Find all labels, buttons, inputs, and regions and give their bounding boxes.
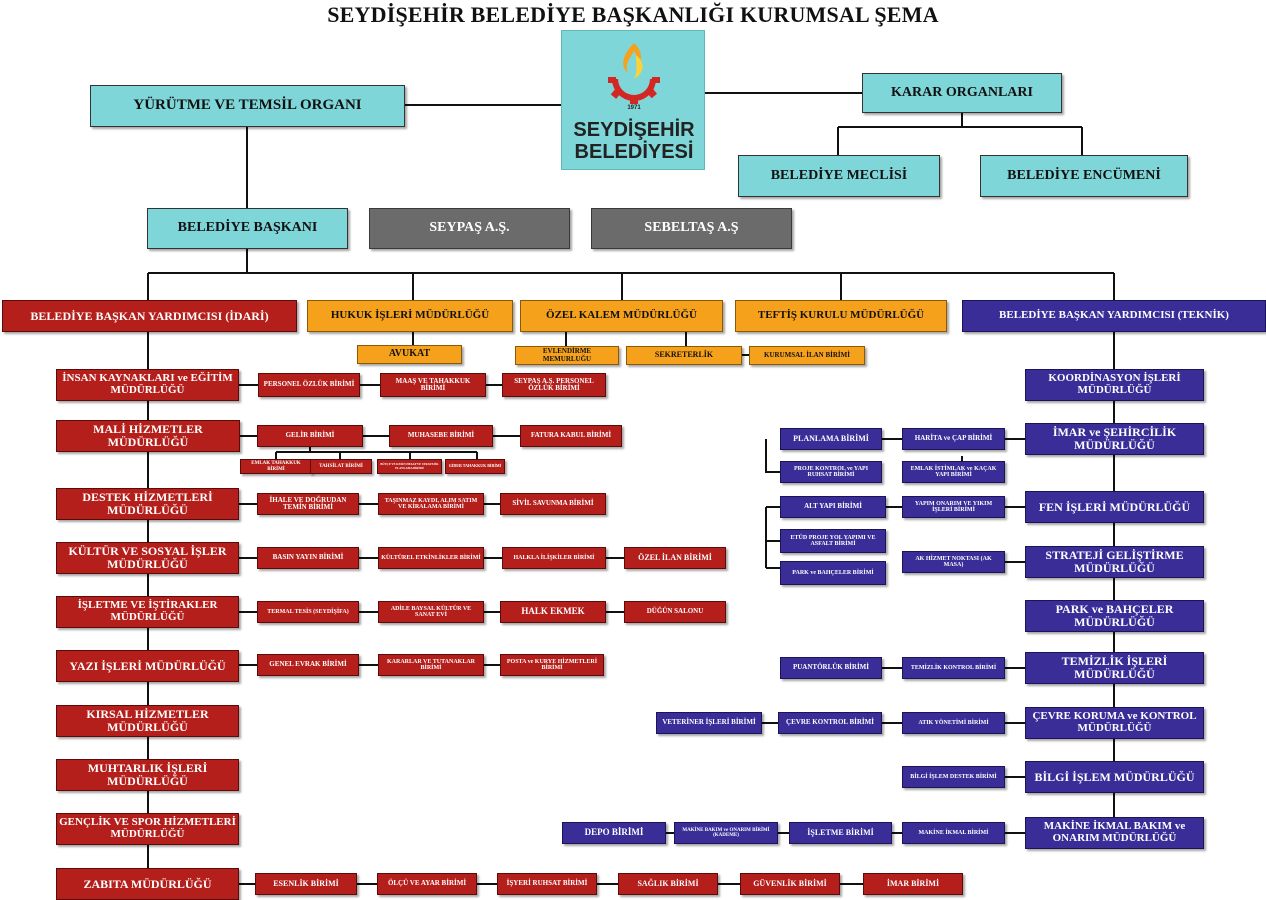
org-node-destek: DESTEK HİZMETLERİ MÜDÜRLÜĞÜ — [56, 488, 239, 520]
org-node-kulturel: KÜLTÜREL ETKİNLİKLER BİRİMİ — [378, 547, 484, 569]
org-node-fatura: FATURA KABUL BİRİMİ — [520, 425, 622, 447]
org-node-ik3: SEYPAŞ A.Ş. PERSONEL ÖZLÜK BİRİMİ — [502, 373, 606, 397]
org-node-encumen: BELEDİYE ENCÜMENİ — [980, 155, 1188, 197]
org-node-ozelkalem: ÖZEL KALEM MÜDÜRLÜĞÜ — [520, 300, 723, 332]
org-node-ik: İNSAN KAYNAKLARI ve EĞİTİM MÜDÜRLÜĞÜ — [56, 369, 239, 401]
org-node-makineik: MAKİNE İKMAL BİRİMİ — [902, 822, 1005, 844]
org-node-genclik: GENÇLİK VE SPOR HİZMETLERİ MÜDÜRLÜĞÜ — [56, 813, 239, 845]
org-node-teftis: TEFTİŞ KURULU MÜDÜRLÜĞÜ — [735, 300, 947, 332]
org-node-ihale: İHALE VE DOĞRUDAN TEMİN BİRİMİ — [257, 493, 359, 515]
org-node-harita: HARİTA ve ÇAP BİRİMİ — [902, 428, 1005, 450]
org-node-baskan: BELEDİYE BAŞKANI — [147, 208, 348, 249]
org-node-posta: POSTA ve KURYE HİZMETLERİ BİRİMİ — [500, 654, 604, 676]
municipality-logo: 1971 SEYDİŞEHİR BELEDİYESİ — [561, 30, 705, 170]
org-node-veteriner: VETERİNER İŞLERİ BİRİMİ — [656, 712, 762, 734]
org-node-mali: MALİ HİZMETLER MÜDÜRLÜĞÜ — [56, 420, 240, 452]
org-node-saglik: SAĞLIK BİRİMİ — [618, 873, 718, 895]
org-node-kultur: KÜLTÜR VE SOSYAL İŞLER MÜDÜRLÜĞÜ — [56, 542, 239, 574]
org-node-bilgid: BİLGİ İŞLEM DESTEK BİRİMİ — [902, 766, 1005, 788]
org-node-isyeri: İŞYERİ RUHSAT BİRİMİ — [497, 873, 597, 895]
org-node-ik2: MAAŞ VE TAHAKKUK BİRİMİ — [380, 373, 486, 397]
org-node-ozelilan: ÖZEL İLAN BİRİMİ — [624, 547, 726, 569]
org-node-fen: FEN İŞLERİ MÜDÜRLÜĞÜ — [1025, 491, 1204, 523]
org-node-emlak-t: EMLAK TAHAKKUK BİRİMİ — [240, 459, 312, 474]
org-node-kirsal: KIRSAL HİZMETLER MÜDÜRLÜĞÜ — [56, 705, 239, 737]
org-node-proje: PROJE KONTROL ve YAPI RUHSAT BİRİMİ — [780, 461, 882, 483]
org-node-tasinmaz: TAŞINMAZ KAYDI, ALIM SATIM VE KİRALAMA B… — [378, 493, 484, 515]
logo-word-1: SEYDİŞEHİR — [573, 119, 695, 141]
org-node-etud: ETÜD PROJE YOL YAPIMI VE ASFALT BİRİMİ — [780, 529, 886, 553]
org-node-akmasa: AK HİZMET NOKTASI (AK MASA) — [902, 551, 1005, 573]
org-node-by-teknik: BELEDİYE BAŞKAN YARDIMCISI (TEKNİK) — [962, 300, 1266, 332]
org-node-koord: KOORDİNASYON İŞLERİ MÜDÜRLÜĞÜ — [1025, 369, 1204, 401]
org-node-hukuk: HUKUK İŞLERİ MÜDÜRLÜĞÜ — [307, 300, 513, 332]
org-node-temizlik: TEMİZLİK İŞLERİ MÜDÜRLÜĞÜ — [1025, 652, 1204, 684]
org-node-butce: BÜTÇE VE KESİN HESAP VE STRATEJİK PLANLA… — [377, 459, 442, 474]
org-node-dugun: DÜĞÜN SALONU — [624, 601, 726, 623]
org-node-emlak-i: EMLAK İSTİMLAK ve KAÇAK YAPI BİRİMİ — [902, 461, 1005, 483]
org-node-temizlikk: TEMİZLİK KONTROL BİRİMİ — [902, 657, 1005, 679]
org-node-ik1: PERSONEL ÖZLÜK BİRİMİ — [258, 373, 360, 397]
org-node-cevrek: ÇEVRE KONTROL BİRİMİ — [778, 712, 882, 734]
flame-gear-icon — [608, 43, 660, 104]
org-node-cevre: ÇEVRE KORUMA ve KONTROL MÜDÜRLÜĞÜ — [1025, 707, 1204, 739]
org-node-halkla: HALKLA İLİŞKİLER BİRİMİ — [502, 547, 606, 569]
org-node-kurumsal-ilan: KURUMSAL İLAN BİRİMİ — [749, 346, 865, 365]
org-node-zabita: ZABITA MÜDÜRLÜĞÜ — [56, 868, 239, 900]
org-node-adile: ADİLE BAYSAL KÜLTÜR VE SANAT EVİ — [378, 601, 484, 623]
org-node-by-idari: BELEDİYE BAŞKAN YARDIMCISI (İDARİ) — [2, 300, 297, 332]
org-node-isletme: İŞLETME VE İŞTİRAKLER MÜDÜRLÜĞÜ — [56, 596, 239, 628]
org-node-sekreterlik: SEKRETERLİK — [626, 346, 742, 365]
org-node-halkekmek: HALK EKMEK — [500, 601, 606, 623]
org-node-muhtarlik: MUHTARLIK İŞLERİ MÜDÜRLÜĞÜ — [56, 759, 239, 791]
org-node-termal: TERMAL TESİS (SEYDİŞİFA) — [257, 601, 359, 623]
org-node-kararlar: KARARLAR VE TUTANAKLAR BİRİMİ — [378, 654, 484, 676]
org-node-imar-b: İMAR BİRİMİ — [863, 873, 963, 895]
org-node-imar: İMAR ve ŞEHİRCİLİK MÜDÜRLÜĞÜ — [1025, 423, 1204, 455]
org-node-park: PARK ve BAHÇELER MÜDÜRLÜĞÜ — [1025, 600, 1204, 632]
org-node-yapimonarim: YAPIM ONARIM VE YIKIM İŞLERİ BİRİMİ — [902, 496, 1005, 518]
org-node-sebeltas: SEBELTAŞ A.Ş — [591, 208, 792, 249]
org-node-basin: BASIN YAYIN BİRİMİ — [257, 547, 359, 569]
org-node-strateji: STRATEJİ GELİŞTİRME MÜDÜRLÜĞÜ — [1025, 546, 1204, 578]
org-node-kademe: MAKİNE BAKIM ve ONARIM BİRİMİ (KADEME) — [674, 822, 778, 844]
org-node-esenlik: ESENLİK BİRİMİ — [255, 873, 357, 895]
org-node-makine: MAKİNE İKMAL BAKIM ve ONARIM MÜDÜRLÜĞÜ — [1025, 817, 1204, 849]
org-node-meclis: BELEDİYE MECLİSİ — [738, 155, 940, 197]
org-node-seypas: SEYPAŞ A.Ş. — [369, 208, 570, 249]
org-node-yazi: YAZI İŞLERİ MÜDÜRLÜĞÜ — [56, 650, 239, 682]
org-node-planlama: PLANLAMA BİRİMİ — [780, 428, 882, 450]
org-node-depo: DEPO BİRİMİ — [562, 822, 666, 844]
logo-word-2: BELEDİYESİ — [574, 141, 694, 163]
org-node-isletmeb: İŞLETME BİRİMİ — [789, 822, 892, 844]
org-node-karar: KARAR ORGANLARI — [862, 73, 1062, 113]
org-node-gelir: GELİR BİRİMİ — [257, 425, 363, 447]
logo-year: 1971 — [627, 105, 641, 111]
org-node-atik: ATIK YÖNETİMİ BİRİMİ — [902, 712, 1005, 734]
org-node-genelevrak: GENEL EVRAK BİRİMİ — [257, 654, 359, 676]
org-node-tahsilat: TAHSİLAT BİRİMİ — [310, 459, 372, 474]
org-node-guvenlik: GÜVENLİK BİRİMİ — [740, 873, 840, 895]
org-node-olcu: ÖLÇÜ VE AYAR BİRİMİ — [377, 873, 477, 895]
page-title: SEYDİŞEHİR BELEDİYE BAŞKANLIĞI KURUMSAL … — [327, 2, 939, 27]
org-node-parkb: PARK ve BAHÇELER BİRİMİ — [780, 561, 886, 585]
org-node-avukat: AVUKAT — [357, 345, 462, 364]
org-node-evlendirme: EVLENDİRME MEMURLUĞU — [515, 346, 619, 365]
org-node-yurutme: YÜRÜTME VE TEMSİL ORGANI — [90, 85, 405, 127]
org-node-gider: GİDER TAHAKKUK BİRİMİ — [445, 459, 505, 474]
org-node-muhasebe: MUHASEBE BİRİMİ — [389, 425, 493, 447]
org-node-altyapi: ALT YAPI BİRİMİ — [780, 496, 886, 518]
org-node-sivil: SİVİL SAVUNMA BİRİMİ — [500, 493, 606, 515]
org-node-puantor: PUANTÖRLÜK BİRİMİ — [780, 657, 882, 679]
org-node-bilgi: BİLGİ İŞLEM MÜDÜRLÜĞÜ — [1025, 761, 1204, 793]
